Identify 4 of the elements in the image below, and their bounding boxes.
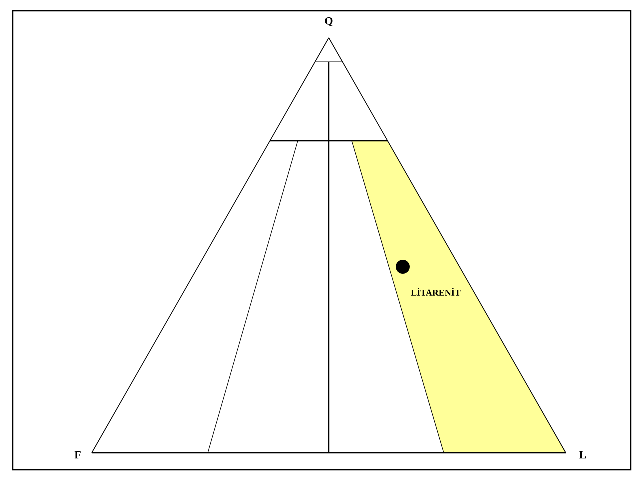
vertex-label: Q <box>325 17 333 27</box>
vertex-label: F <box>74 451 81 459</box>
vertex-label: L <box>580 451 586 459</box>
field-label: LİTARENİT <box>411 288 461 296</box>
